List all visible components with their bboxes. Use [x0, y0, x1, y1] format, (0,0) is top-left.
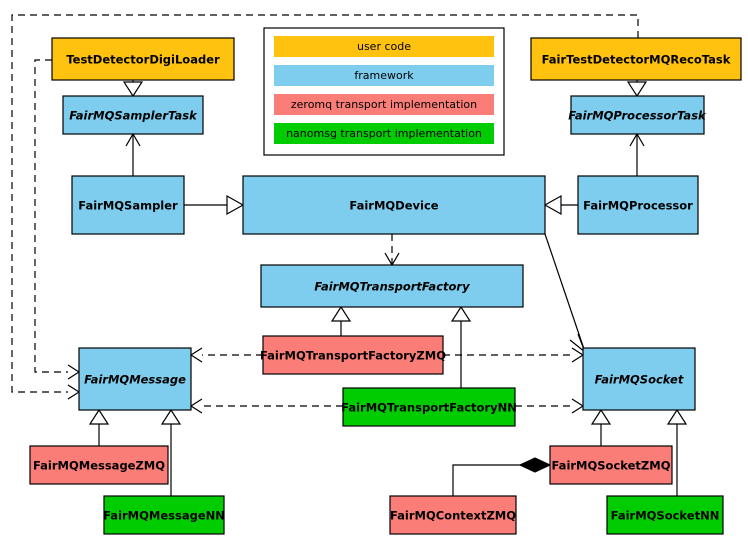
- node-box[interactable]: [342, 387, 516, 427]
- edge-messagenn-message-triangle: [160, 408, 182, 425]
- node-box[interactable]: [78, 347, 192, 411]
- node-fairmq-socket[interactable]: FairMQSocket: [582, 347, 696, 411]
- edge-tfzmq-message-arrowhead: [189, 347, 203, 363]
- node-fairtestdetector-mq-reco-task[interactable]: FairTestDetectorMQRecoTask: [530, 37, 742, 81]
- node-layer: TestDetectorDigiLoader FairMQSamplerTask…: [29, 37, 742, 535]
- node-label: FairMQDevice: [349, 199, 438, 213]
- edge-tfnn-message-arrowhead: [189, 398, 203, 414]
- node-fairmq-socket-zmq[interactable]: FairMQSocketZMQ: [549, 445, 673, 485]
- legend-swatch-nanomsg: [274, 123, 494, 144]
- node-fairmq-message-nn[interactable]: FairMQMessageNN: [103, 495, 225, 535]
- legend-swatch-framework: [274, 65, 494, 86]
- legend-label-zeromq: zeromq transport implementation: [291, 98, 477, 111]
- legend-label-user-code: user code: [357, 40, 411, 53]
- node-fairmq-processor-task[interactable]: FairMQProcessorTask: [568, 95, 707, 135]
- node-fairmq-transport-factory[interactable]: FairMQTransportFactory: [260, 264, 524, 308]
- edge-processor-device-triangle: [543, 194, 562, 216]
- node-fairmq-device[interactable]: FairMQDevice: [242, 175, 546, 235]
- node-test-detector-digi-loader[interactable]: TestDetectorDigiLoader: [51, 37, 235, 81]
- node-box[interactable]: [582, 347, 696, 411]
- node-label: FairMQSamplerTask: [69, 109, 198, 123]
- edge-recotask-message: [11, 14, 639, 393]
- legend-label-nanomsg: nanomsg transport implementation: [286, 127, 482, 140]
- edge-digiloader-message-arrowhead: [67, 364, 81, 380]
- node-box[interactable]: [530, 37, 742, 81]
- node-fairmq-message[interactable]: FairMQMessage: [78, 347, 192, 411]
- node-fairmq-context-zmq[interactable]: FairMQContextZMQ: [389, 495, 517, 535]
- edge-tfnn-tf-triangle: [450, 305, 472, 322]
- node-label: FairMQTransportFactory: [314, 280, 470, 294]
- node-label: FairTestDetectorMQRecoTask: [542, 53, 731, 67]
- edge-tfzmq-tf-triangle: [330, 305, 352, 322]
- node-fairmq-sampler[interactable]: FairMQSampler: [71, 175, 185, 235]
- node-label: TestDetectorDigiLoader: [66, 53, 220, 67]
- node-label: FairMQTransportFactoryZMQ: [260, 349, 446, 363]
- edge-contextzmq-socketzmq-line: [452, 464, 534, 496]
- node-fairmq-transport-factory-zmq[interactable]: FairMQTransportFactoryZMQ: [260, 335, 446, 375]
- node-label: FairMQProcessorTask: [568, 109, 707, 123]
- node-label: FairMQMessageNN: [103, 509, 225, 523]
- node-label: FairMQSocketNN: [611, 509, 720, 523]
- node-label: FairMQSampler: [78, 199, 178, 213]
- edge-tfnn-socket-arrowhead: [571, 398, 585, 414]
- edge-digiloader-samplertask-triangle: [122, 81, 144, 98]
- edge-socketnn-socket-triangle: [666, 408, 688, 425]
- edge-recotask-processortask-triangle: [626, 81, 648, 98]
- node-box[interactable]: [103, 495, 225, 535]
- node-label: FairMQContextZMQ: [390, 509, 516, 523]
- node-box[interactable]: [260, 264, 524, 308]
- legend: user code framework zeromq transport imp…: [263, 27, 505, 156]
- legend-swatch-user-code: [274, 36, 494, 57]
- node-box[interactable]: [389, 495, 517, 535]
- edge-tfzmq-socket-arrowhead: [571, 347, 585, 363]
- node-box[interactable]: [262, 335, 444, 375]
- legend-label-framework: framework: [354, 69, 414, 82]
- node-fairmq-socket-nn[interactable]: FairMQSocketNN: [606, 495, 724, 535]
- edge-sampler-device-triangle: [226, 194, 245, 216]
- edge-device-socket-line: [544, 233, 586, 353]
- node-box[interactable]: [549, 445, 673, 485]
- node-box[interactable]: [29, 445, 169, 485]
- node-fairmq-transport-factory-nn[interactable]: FairMQTransportFactoryNN: [341, 387, 517, 427]
- node-label: FairMQTransportFactoryNN: [341, 401, 517, 415]
- node-box[interactable]: [242, 175, 546, 235]
- node-label: FairMQMessageZMQ: [33, 459, 165, 473]
- node-label: FairMQMessage: [84, 373, 186, 387]
- node-fairmq-sampler-task[interactable]: FairMQSamplerTask: [62, 95, 204, 135]
- legend-swatch-zeromq: [274, 94, 494, 115]
- node-label: FairMQSocketZMQ: [552, 459, 671, 473]
- node-box[interactable]: [570, 95, 705, 135]
- node-label: FairMQSocket: [595, 373, 684, 387]
- edge-recotask-message-arrowhead: [67, 384, 81, 400]
- edge-socketzmq-socket-triangle: [590, 408, 612, 425]
- node-fairmq-message-zmq[interactable]: FairMQMessageZMQ: [29, 445, 169, 485]
- edge-contextzmq-socketzmq-diamond: [518, 457, 552, 473]
- node-box[interactable]: [577, 175, 699, 235]
- node-box[interactable]: [606, 495, 724, 535]
- node-box[interactable]: [71, 175, 185, 235]
- node-box[interactable]: [51, 37, 235, 81]
- edge-messagezmq-message-triangle: [88, 408, 110, 425]
- node-label: FairMQProcessor: [583, 199, 693, 213]
- node-fairmq-processor[interactable]: FairMQProcessor: [577, 175, 699, 235]
- node-box[interactable]: [62, 95, 204, 135]
- edge-digiloader-message: [34, 59, 68, 373]
